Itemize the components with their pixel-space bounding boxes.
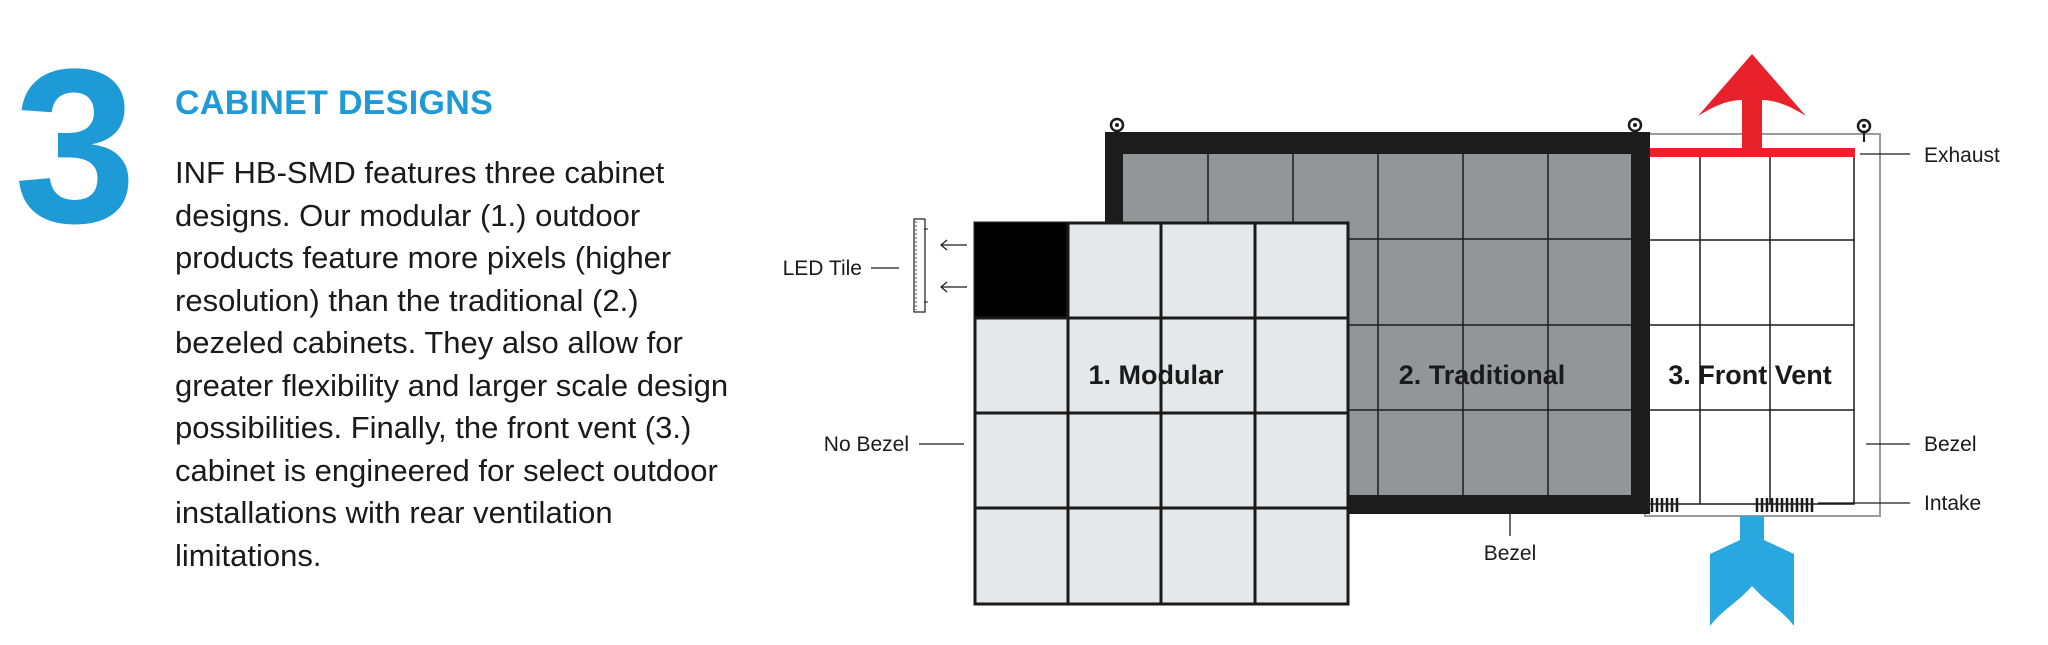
lifting-eye-icon	[1856, 118, 1872, 142]
label-modular: 1. Modular	[1088, 360, 1224, 390]
led-tile-side-view	[913, 218, 928, 313]
step-number: 3	[14, 23, 136, 269]
exhaust-arrow-icon	[1698, 54, 1806, 154]
arrow-left-icon	[940, 239, 967, 251]
led-tile-highlight	[975, 223, 1068, 318]
front-vent-cabinet	[1644, 118, 1881, 517]
label-front-vent: 3. Front Vent	[1668, 360, 1832, 390]
front-vent-grid	[1645, 150, 1854, 504]
arrow-left-icon	[940, 281, 967, 293]
intake-vent-left	[1650, 498, 1679, 512]
callout-no-bezel: No Bezel	[824, 433, 909, 456]
section-title: CABINET DESIGNS	[175, 84, 494, 122]
callout-intake: Intake	[1924, 492, 1981, 515]
callout-bezel-right: Bezel	[1924, 433, 1977, 456]
front-vent-face	[1644, 149, 1855, 505]
cabinet-diagram: 1. Modular 2. Traditional 3. Front Vent …	[783, 54, 2000, 626]
lifting-eye-icon	[1109, 117, 1125, 140]
intake-vent-right	[1755, 498, 1814, 512]
label-traditional: 2. Traditional	[1399, 360, 1566, 390]
callout-bezel-bottom: Bezel	[1484, 542, 1537, 565]
modular-cabinet	[973, 221, 1350, 606]
intake-arrow-icon	[1710, 516, 1794, 626]
lifting-eye-icon	[1627, 117, 1643, 140]
callout-exhaust: Exhaust	[1924, 144, 2000, 167]
callout-led-tile: LED Tile	[783, 257, 862, 280]
section-body: INF HB-SMD features three cabinet design…	[175, 155, 729, 573]
modular-grid	[975, 223, 1348, 604]
